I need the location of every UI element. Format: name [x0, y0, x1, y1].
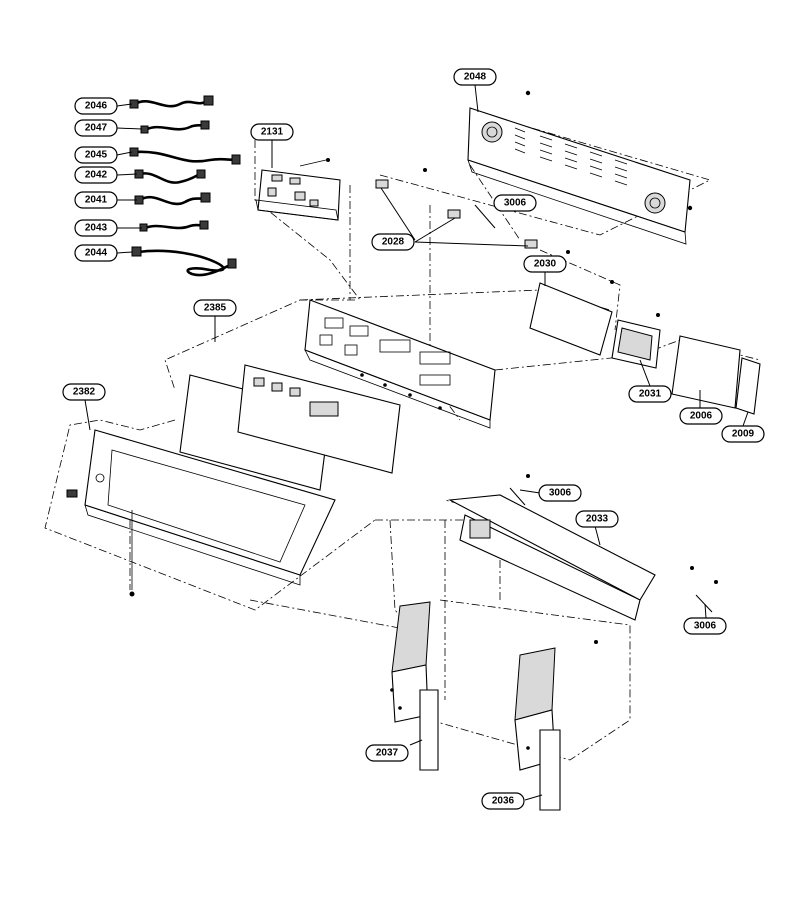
- svg-text:2031: 2031: [639, 389, 662, 400]
- part-label-2131: 2131: [250, 123, 294, 141]
- part-label-2048: 2048: [453, 68, 497, 86]
- module-2031: [611, 313, 661, 369]
- svg-text:3006: 3006: [694, 621, 717, 632]
- display-2385: [179, 364, 401, 491]
- side-bracket-2037: [390, 601, 439, 771]
- part-label-2042: 2042: [74, 166, 118, 184]
- svg-text:2041: 2041: [85, 195, 108, 206]
- part-label-2041: 2041: [74, 191, 118, 209]
- panel-2006: [671, 335, 741, 409]
- brackets-2028: [375, 168, 570, 254]
- label-leaders: [84, 84, 749, 801]
- part-label-2044: 2044: [74, 244, 118, 262]
- part-label-2009: 2009: [721, 425, 765, 443]
- wire-harness-2046: [129, 95, 214, 109]
- svg-text:2382: 2382: [73, 387, 96, 398]
- wire-harness-2047: [140, 120, 210, 134]
- part-label-2028: 2028: [371, 233, 415, 251]
- part-label-3006-right: 3006: [683, 617, 727, 635]
- svg-text:2028: 2028: [382, 237, 405, 248]
- svg-text:3006: 3006: [549, 488, 572, 499]
- vent-panel-2048: [467, 90, 693, 245]
- part-label-2046: 2046: [74, 97, 118, 115]
- svg-text:2045: 2045: [85, 150, 108, 161]
- part-label-2006: 2006: [679, 407, 723, 425]
- control-frame: [304, 299, 496, 429]
- panel-2009: [735, 357, 761, 415]
- svg-text:2033: 2033: [586, 514, 609, 525]
- svg-text:2043: 2043: [85, 223, 108, 234]
- part-label-3006-middle: 3006: [538, 484, 582, 502]
- svg-text:2385: 2385: [204, 303, 227, 314]
- channel-2033: [448, 474, 718, 621]
- svg-text:3006: 3006: [504, 198, 527, 209]
- svg-text:2131: 2131: [261, 127, 284, 138]
- part-label-2382: 2382: [62, 383, 106, 401]
- part-label-2033: 2033: [575, 510, 619, 528]
- front-panel-2382: [66, 429, 336, 597]
- part-label-2036: 2036: [481, 792, 525, 810]
- control-board-2131: [255, 158, 341, 221]
- wire-harness-2042: [134, 169, 206, 184]
- wire-harness-2045: [129, 147, 241, 165]
- svg-text:2047: 2047: [85, 123, 108, 134]
- svg-text:2036: 2036: [492, 796, 515, 807]
- part-label-2037: 2037: [365, 744, 409, 762]
- svg-text:2046: 2046: [85, 101, 108, 112]
- svg-text:2030: 2030: [534, 259, 557, 270]
- side-bracket-2036: [514, 640, 598, 811]
- part-label-2043: 2043: [74, 219, 118, 237]
- part-label-3006-top: 3006: [493, 194, 537, 212]
- part-label-2031: 2031: [628, 385, 672, 403]
- svg-text:2037: 2037: [376, 748, 399, 759]
- svg-text:2009: 2009: [732, 429, 755, 440]
- vent-slots: [514, 127, 628, 186]
- part-label-2385: 2385: [193, 299, 237, 317]
- wire-harness-2044: [131, 246, 237, 277]
- part-label-2045: 2045: [74, 146, 118, 164]
- wire-harness-2043: [139, 220, 209, 232]
- svg-text:2044: 2044: [85, 248, 108, 259]
- svg-text:2006: 2006: [690, 411, 713, 422]
- board-2030: [529, 280, 614, 356]
- svg-text:2042: 2042: [85, 170, 108, 181]
- wire-harness-2041: [134, 192, 211, 206]
- part-label-2047: 2047: [74, 119, 118, 137]
- svg-text:2048: 2048: [464, 72, 487, 83]
- part-label-2030: 2030: [523, 255, 567, 273]
